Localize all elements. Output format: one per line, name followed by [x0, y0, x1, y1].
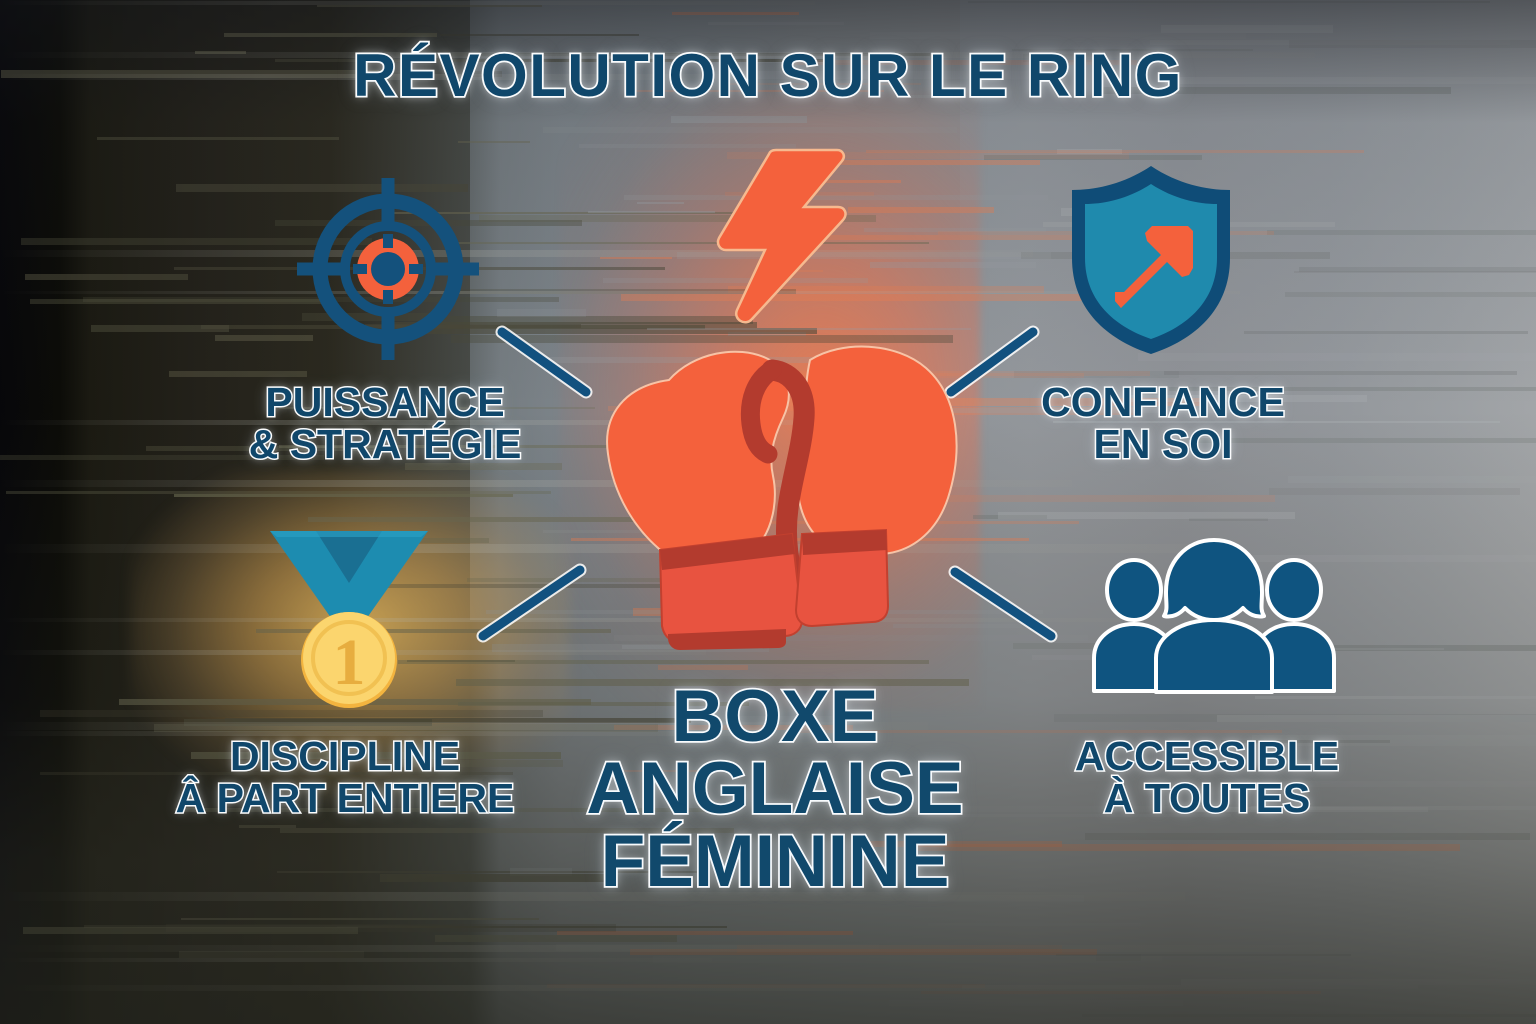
center-title-line3: FÉMININE — [599, 820, 951, 902]
lightning-bolt-icon — [716, 148, 847, 324]
center-title-line2: ANGLAISE — [585, 748, 966, 830]
feature-label-confidence: CONFIANCE EN SOI — [1040, 379, 1287, 467]
feature-label-accessible-line2: À TOUTES — [1102, 774, 1312, 821]
medal-number: 1 — [333, 626, 366, 699]
feature-label-power-line1: PUISSANCE — [264, 379, 506, 425]
target-crosshair-icon — [297, 178, 479, 360]
center-title-line1: BOXE — [670, 676, 880, 757]
boxing-gloves-icon — [606, 345, 958, 650]
feature-label-power-line2: & STRATÉGIE — [247, 420, 523, 467]
feature-label-power: PUISSANCE & STRATÉGIE — [247, 379, 523, 467]
medal-icon: 1 — [270, 531, 428, 708]
feature-label-discipline-line1: DISCIPLINE — [228, 733, 461, 779]
feature-label-confidence-line2: EN SOI — [1092, 420, 1234, 467]
feature-label-discipline: DISCIPLINE Â PART ENTIERE — [174, 733, 516, 821]
center-title: BOXE ANGLAISE FÉMININE — [585, 676, 966, 902]
feature-label-accessible-line1: ACCESSIBLE — [1073, 733, 1340, 779]
feature-label-discipline-line2: Â PART ENTIERE — [174, 774, 516, 821]
people-group-icon — [1092, 538, 1336, 694]
feature-label-confidence-line1: CONFIANCE — [1040, 379, 1287, 425]
page-title: RÉVOLUTION SUR LE RING — [351, 42, 1183, 109]
feature-label-accessible: ACCESSIBLE À TOUTES — [1073, 733, 1340, 821]
shield-arrow-icon — [1072, 166, 1230, 354]
